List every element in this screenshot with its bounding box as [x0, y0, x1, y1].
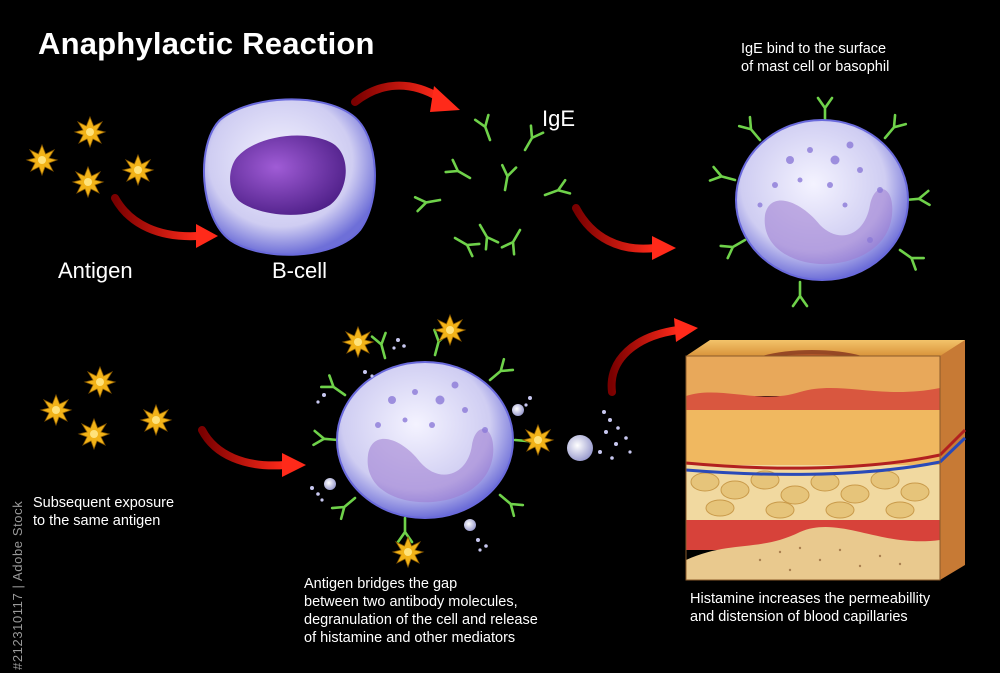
antigen-bridge-caption: Antigen bridges the gap between two anti… [304, 575, 538, 647]
caption-line: of histamine and other mediators [304, 630, 516, 646]
caption-line: between two antibody molecules, [304, 594, 518, 610]
page-title: Anaphylactic Reaction [38, 26, 375, 61]
arrow-reexposure-to-cell [198, 426, 306, 477]
caption-line: Antigen bridges the gap [304, 576, 458, 592]
caption-line: IgE bind to the surface [741, 41, 887, 57]
arrow-bcell-to-ige [351, 81, 460, 112]
arrow-ige-to-mastcell [572, 204, 676, 260]
bcell-label: B-cell [272, 258, 328, 283]
histamine-caption: Histamine increases the permeabillity an… [690, 590, 930, 626]
caption-line: degranulation of the cell and release [304, 612, 538, 628]
ige-antibodies [413, 113, 572, 258]
skin-tissue-block [685, 340, 967, 581]
antigen-label: Antigen [58, 258, 133, 283]
stock-id-watermark: #212310117 | Adobe Stock [10, 500, 25, 670]
antigen-cluster-bottom [40, 366, 172, 450]
caption-line: Subsequent exposure [33, 495, 175, 511]
ige-bind-caption: IgE bind to the surface of mast cell or … [741, 40, 889, 76]
mast-cell-sensitized [708, 96, 931, 308]
arrow-antigen-to-bcell [111, 194, 218, 248]
caption-line: of mast cell or basophil [741, 59, 890, 75]
ige-label: IgE [542, 106, 576, 131]
caption-line: to the same antigen [33, 513, 161, 529]
antigen-cluster-top [26, 116, 154, 198]
b-cell [203, 98, 376, 256]
subsequent-exposure-caption: Subsequent exposure to the same antigen [33, 494, 174, 530]
released-granules [310, 338, 632, 552]
caption-line: and distension of blood capillaries [690, 609, 908, 625]
arrow-degranulation-to-tissue [607, 318, 698, 396]
mast-cell-degranulating [310, 314, 632, 568]
caption-line: Histamine increases the permeabillity [690, 591, 931, 607]
